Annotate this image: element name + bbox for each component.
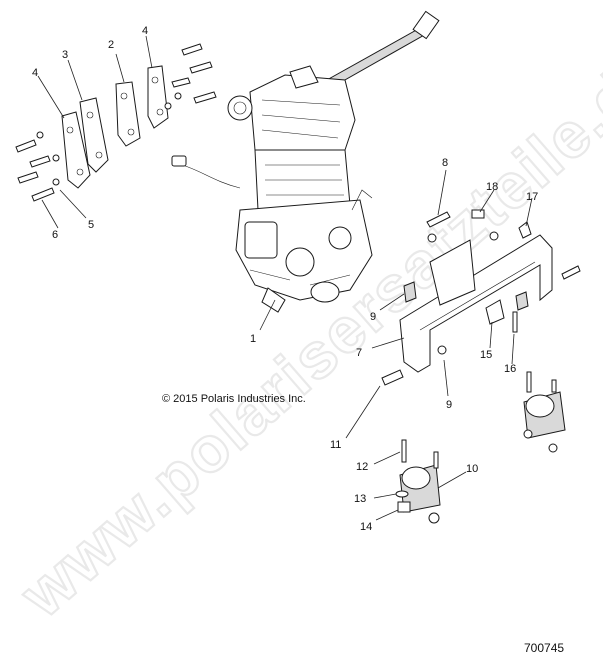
bracket-3 (79, 97, 109, 173)
engine-mount-10 (399, 451, 441, 513)
bracket-bolts-upper (164, 43, 217, 110)
callout-16: 16 (504, 363, 516, 375)
bolt-11 (381, 369, 404, 386)
callout-1: 1 (250, 333, 256, 345)
callout-9-lower: 9 (446, 399, 452, 411)
rubber-isolators-9 (403, 281, 529, 355)
copyright-notice: © 2015 Polaris Industries Inc. (162, 393, 306, 405)
crossmember-7 (399, 234, 553, 373)
engine-mount-right (523, 371, 566, 453)
bolt-16 (512, 311, 518, 333)
bracket-2 (115, 81, 141, 147)
clamp-15 (485, 299, 505, 325)
callout-17: 17 (526, 191, 538, 203)
callout-5: 5 (88, 219, 94, 231)
clip-17 (518, 221, 532, 239)
document-number: 700745 (524, 641, 564, 655)
callout-14: 14 (360, 521, 372, 533)
bolt-8 (426, 211, 451, 243)
callout-labels: 1 2 3 4 4 5 6 7 8 9 9 10 11 12 13 14 15 … (32, 25, 538, 533)
callout-2: 2 (108, 39, 114, 51)
bracket-bolts-lower (15, 131, 60, 202)
bracket-4-left (61, 111, 91, 189)
callout-4-left: 4 (32, 67, 38, 79)
callout-13: 13 (354, 493, 366, 505)
callout-9-upper: 9 (370, 311, 376, 323)
callout-15: 15 (480, 349, 492, 361)
leader-lines (37, 35, 533, 521)
callout-12: 12 (356, 461, 368, 473)
washer-13 (395, 490, 409, 498)
bracket-4-right (147, 65, 169, 129)
callout-4-right: 4 (142, 25, 148, 37)
clip-18 (471, 209, 499, 241)
callout-11: 11 (330, 439, 341, 451)
callout-10: 10 (466, 463, 478, 475)
engine-assembly (171, 10, 440, 313)
callout-7: 7 (356, 347, 362, 359)
bolt-crossmember-right (561, 265, 581, 280)
callout-6: 6 (52, 229, 58, 241)
callout-8: 8 (442, 157, 448, 169)
callout-3: 3 (62, 49, 68, 61)
nut-14 (397, 501, 440, 524)
bolt-12 (401, 439, 407, 463)
callout-18: 18 (486, 181, 498, 193)
